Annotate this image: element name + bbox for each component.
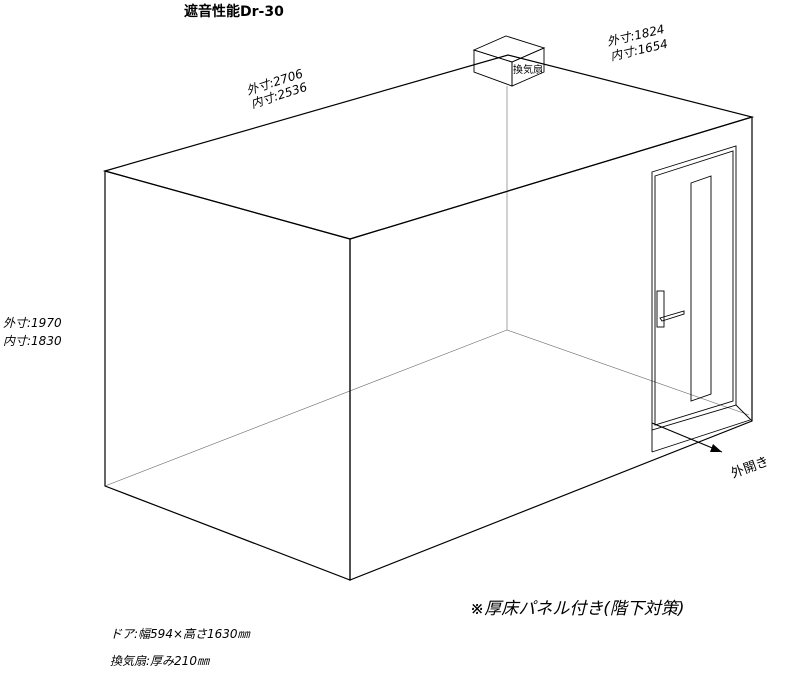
height-inner: 内寸:1830	[3, 334, 62, 348]
door-open-arrow: 外開き	[651, 422, 771, 482]
door-handle-lever	[659, 310, 685, 322]
fan-label: 換気扇	[513, 63, 543, 76]
height-outer: 外寸:1970	[3, 316, 62, 330]
door-window	[690, 175, 712, 402]
fan-spec: 換気扇:厚み210㎜	[110, 654, 211, 668]
box-front-face	[104, 170, 351, 581]
ventilation-fan: 換気扇	[472, 35, 546, 87]
door	[651, 145, 753, 453]
door-frame-bottom-right	[735, 404, 753, 422]
depth-dimension: 外寸:1824 内寸:1654	[606, 22, 670, 63]
width-dimension: 外寸:2706 内寸:2536	[245, 66, 310, 111]
arrow-head	[710, 444, 722, 452]
door-handle-plate	[656, 290, 665, 328]
box-right-face	[349, 116, 753, 581]
door-frame-outer	[651, 145, 737, 431]
door-open-label: 外開き	[729, 454, 771, 481]
door-sill-line	[651, 419, 751, 453]
back-bottom-edge	[104, 329, 508, 487]
back-right-bottom-edge	[506, 329, 750, 416]
fan-side	[511, 47, 545, 87]
door-frame-inner	[654, 150, 734, 426]
door-spec: ドア:幅594×高さ1630㎜	[110, 627, 252, 641]
fan-top	[472, 35, 546, 63]
floor-panel-note: ※厚床パネル付き(階下対策)	[470, 599, 685, 619]
page-title: 遮音性能Dr-30	[184, 3, 284, 20]
arrow-shaft	[651, 422, 723, 453]
hidden-edges	[104, 86, 750, 487]
height-dimension: 外寸:1970 内寸:1830	[3, 316, 62, 348]
